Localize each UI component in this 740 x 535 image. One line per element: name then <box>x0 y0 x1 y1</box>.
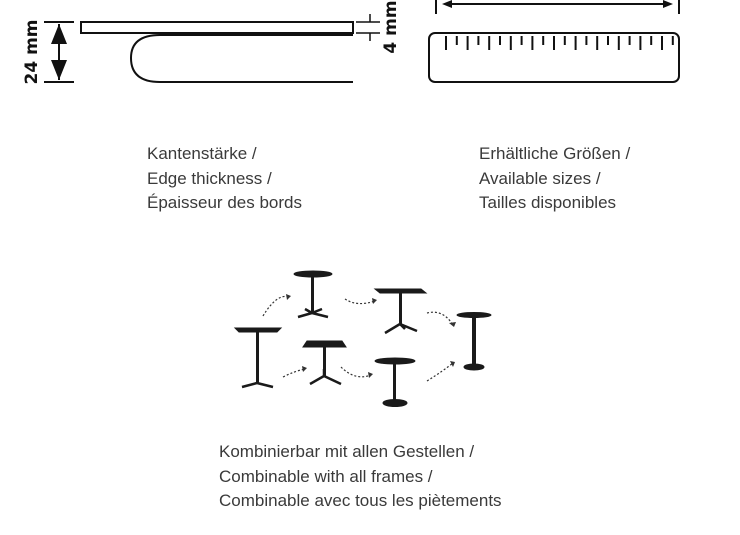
caption-line-fr: Tailles disponibles <box>479 193 617 212</box>
arrowheads <box>286 294 456 378</box>
width-dimension <box>435 0 680 14</box>
arrow-down-icon <box>51 60 67 80</box>
caption-line-fr: Combinable avec tous les piètements <box>219 491 502 510</box>
table-round-cross-base-icon <box>293 270 333 319</box>
ruler-icon <box>428 32 680 83</box>
table-square-cross-base-icon <box>302 340 347 386</box>
caption-line-en: Combinable with all frames / <box>219 466 433 486</box>
frames-caption: Kombinierbar mit allen Gestellen / Combi… <box>219 440 502 514</box>
sizes-ruler-diagram <box>428 0 680 83</box>
swap-arrows <box>262 295 454 382</box>
caption-line-de: Kombinierbar mit allen Gestellen / <box>219 442 475 461</box>
arrow-up-icon <box>51 24 67 44</box>
arrow-left-icon <box>442 0 452 8</box>
edge-thickness-diagram: 24 mm 4 mm <box>22 0 401 84</box>
height-label: 24 mm <box>22 19 42 84</box>
arrow-right-icon <box>663 0 673 8</box>
caption-line-de: Kantenstärke / <box>147 144 257 163</box>
edge-thickness-caption: Kantenstärke / Edge thickness / Épaisseu… <box>147 142 302 216</box>
table-top-profile <box>80 21 354 83</box>
caption-line-en: Available sizes / <box>479 168 601 188</box>
table-frames-illustration <box>233 270 492 407</box>
ruler-ticks <box>445 36 674 50</box>
available-sizes-caption: Erhältliche Größen / Available sizes / T… <box>479 142 630 216</box>
caption-line-en: Edge thickness / <box>147 168 272 188</box>
table-square-folding-base-icon <box>233 327 283 389</box>
table-round-disc-base-icon <box>456 312 492 371</box>
caption-line-de: Erhältliche Größen / <box>479 144 631 163</box>
table-square-swivel-base-icon <box>373 288 428 335</box>
thickness-label: 4 mm <box>381 0 401 53</box>
table-round-disc-base-lower-icon <box>374 357 416 407</box>
thickness-dimension <box>356 14 380 41</box>
caption-line-fr: Épaisseur des bords <box>147 193 302 212</box>
